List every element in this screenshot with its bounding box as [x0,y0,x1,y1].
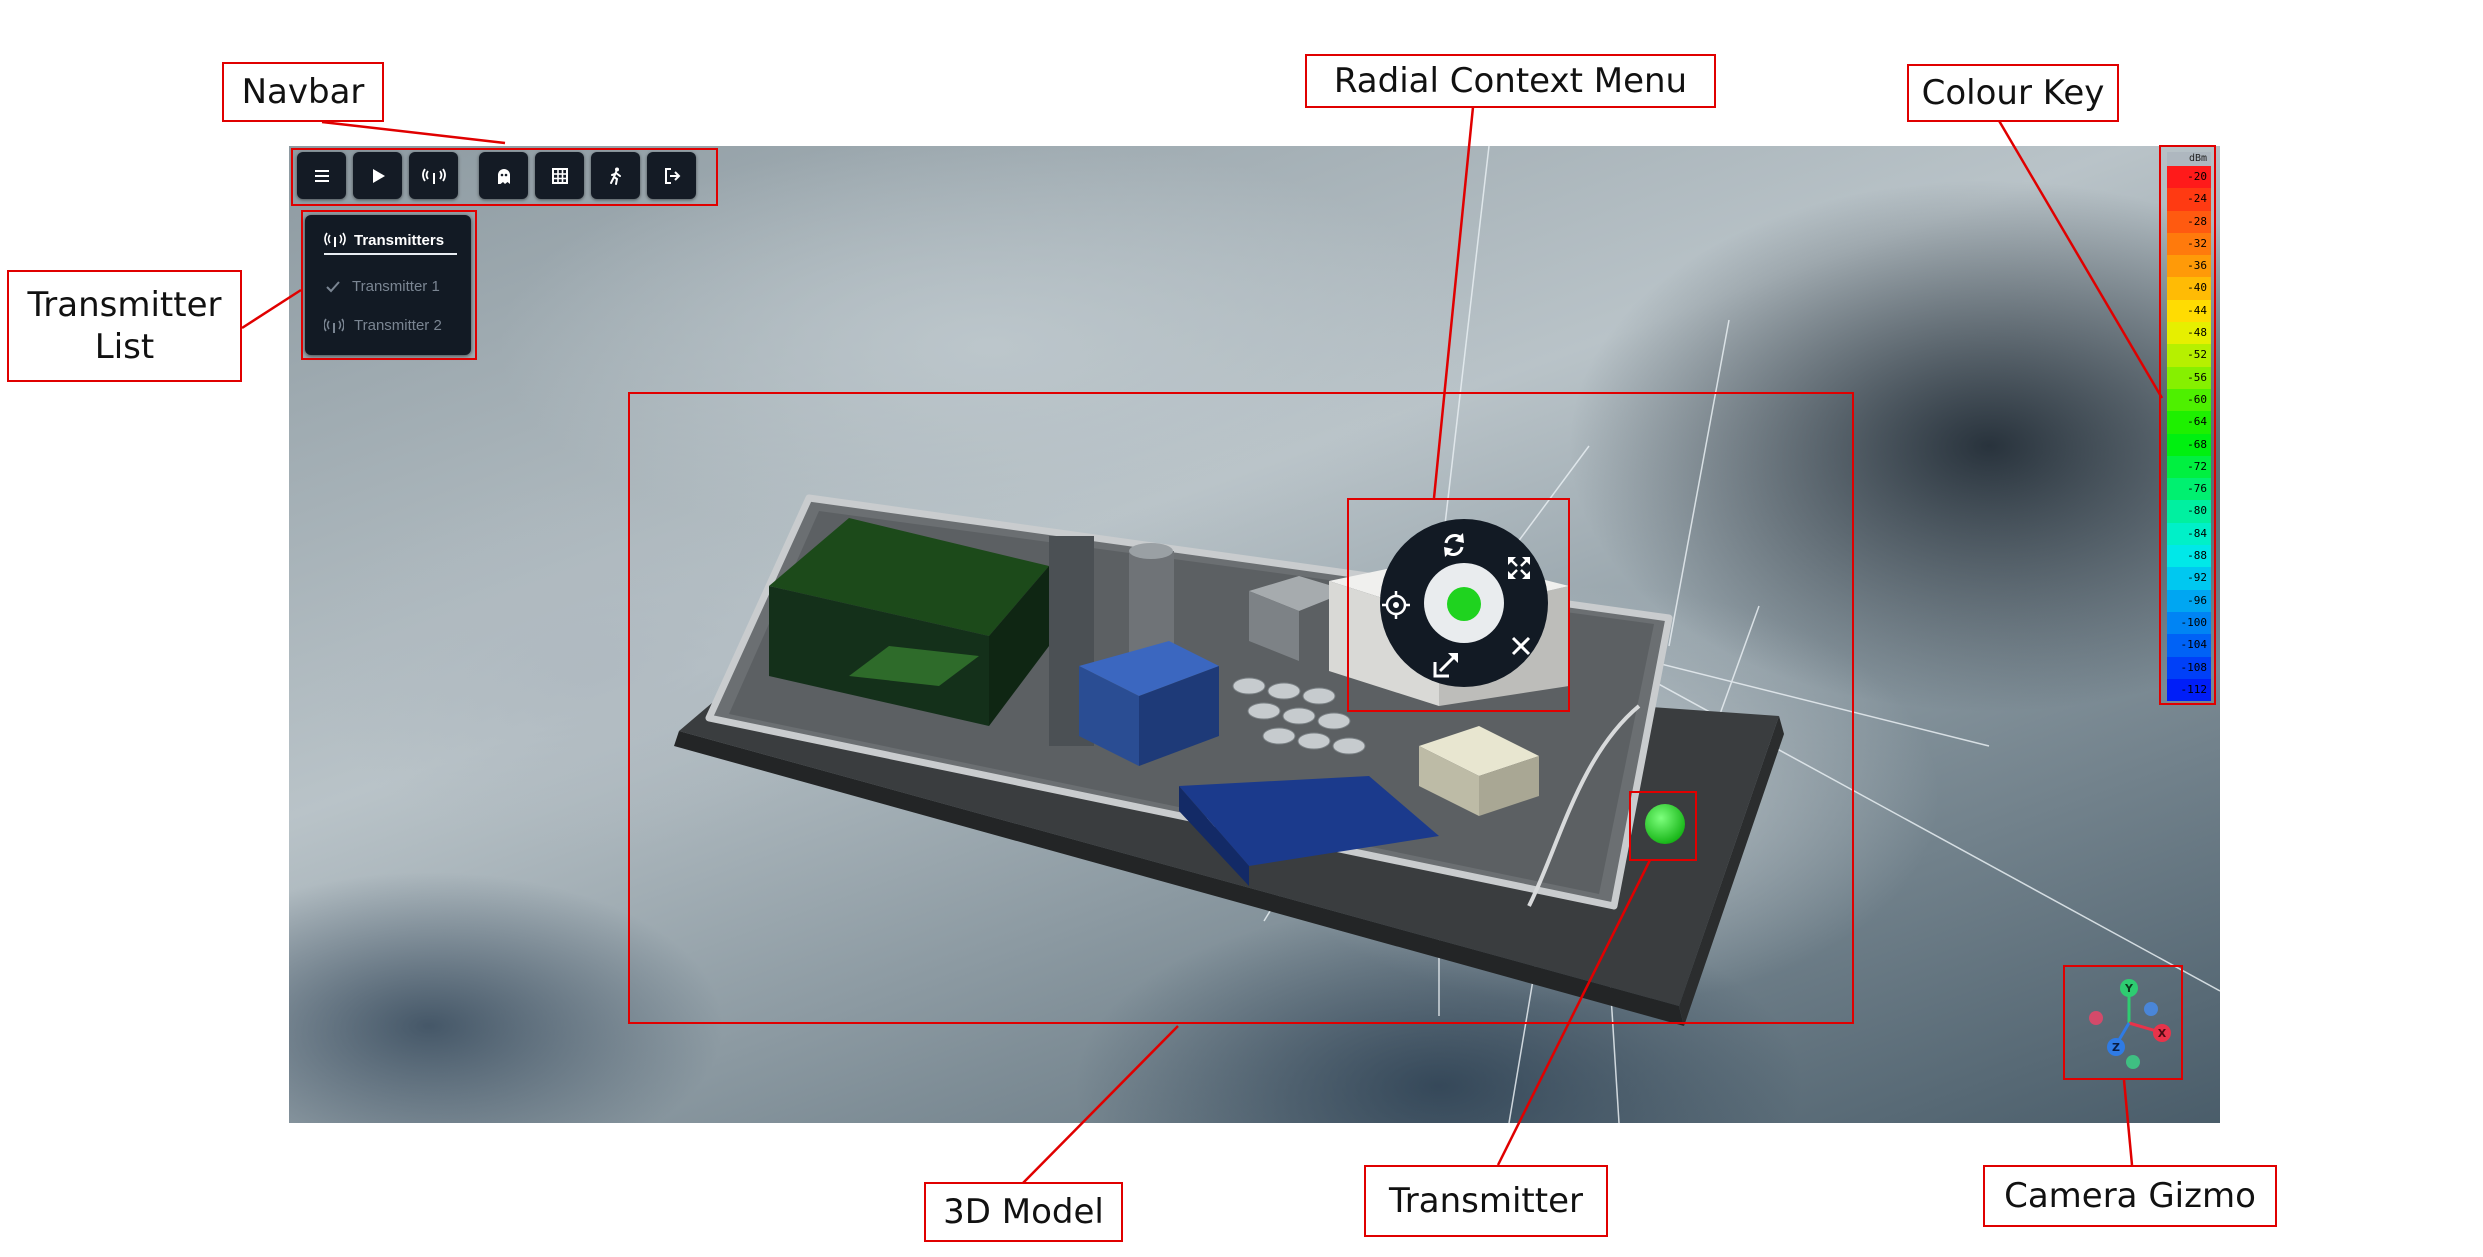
colour-key-cell: -36 [2167,255,2211,278]
gizmo-neg-x-axis[interactable] [2089,1011,2103,1025]
transmitter-list-panel: Transmitters Transmitter 1 Transmitter 2 [305,215,471,355]
radial-context-menu [1379,518,1549,688]
check-icon [326,280,340,292]
rotate-icon[interactable] [1439,530,1469,560]
exit-icon [664,167,680,184]
colour-key-unit: dBm [2167,152,2211,166]
transmitter-highlight [1629,791,1697,861]
menu-icon [314,169,329,182]
colour-key-highlight [2159,145,2216,705]
gizmo-x-label: X [2158,1027,2167,1040]
camera-gizmo[interactable]: Y X Z [2074,968,2184,1078]
gizmo-z-label: Z [2112,1041,2120,1054]
navbar-highlight [291,148,718,206]
colour-key-cell: -24 [2167,188,2211,211]
transmitter-sphere[interactable] [1643,802,1687,846]
annotation-transmitter-list: Transmitter List [7,270,242,382]
colour-key-cell: -40 [2167,277,2211,300]
antenna-icon [324,232,346,247]
colour-key-cell: -76 [2167,478,2211,501]
move-icon[interactable] [1431,650,1461,680]
navbar [297,152,696,199]
model-highlight [628,392,1854,1024]
play-button[interactable] [353,152,402,199]
ghost-icon [497,168,510,184]
colour-key-cell: -104 [2167,634,2211,657]
gizmo-y-label: Y [2124,982,2134,995]
colour-key: dBm -20-24-28-32-36-40-44-48-52-56-60-64… [2167,152,2211,702]
expand-icon[interactable] [1505,554,1533,582]
annotation-radial-menu: Radial Context Menu [1305,54,1716,108]
radial-menu-ring [1380,519,1548,687]
transmitter-item-2[interactable]: Transmitter 2 [324,317,442,334]
transmitter-item-label: Transmitter 1 [352,278,440,295]
gizmo-x-axis[interactable] [2153,1024,2171,1042]
annotation-transmitter: Transmitter [1364,1165,1608,1237]
menu-button[interactable] [297,152,346,199]
colour-key-cell: -72 [2167,455,2211,479]
exit-button[interactable] [647,152,696,199]
colour-key-cells: -20-24-28-32-36-40-44-48-52-56-60-64-68-… [2167,166,2211,702]
antenna-icon [421,168,446,184]
colour-key-cell: -108 [2167,656,2211,679]
colour-key-cell: -32 [2167,232,2211,256]
transmitter-list-highlight [301,210,477,360]
transmitter-button[interactable] [409,152,458,199]
transmitter-list-title: Transmitters [354,231,445,249]
colour-key-cell: -56 [2167,366,2211,389]
colour-key-cell: -20 [2167,166,2211,189]
antenna-icon [324,318,344,333]
radial-menu-highlight [1347,498,1570,712]
transmitter-item-1[interactable]: Transmitter 1 [324,278,440,295]
ghost-button[interactable] [479,152,528,199]
walk-icon [609,167,621,185]
colour-key-cell: -28 [2167,210,2211,233]
camera-gizmo-highlight [2063,965,2183,1080]
colour-key-cell: -48 [2167,322,2211,345]
transmitter-marker[interactable] [1447,587,1481,621]
walk-button[interactable] [591,152,640,199]
colour-key-cell: -64 [2167,411,2211,434]
colour-key-cell: -68 [2167,433,2211,456]
colour-key-cell: -84 [2167,522,2211,546]
annotation-3d-model: 3D Model [924,1182,1123,1242]
grid-button[interactable] [535,152,584,199]
gizmo-neg-z-axis[interactable] [2144,1002,2158,1016]
3d-viewport[interactable]: Transmitters Transmitter 1 Transmitter 2… [289,146,2220,1123]
colour-key-cell: -60 [2167,388,2211,412]
colour-key-cell: -92 [2167,567,2211,590]
gizmo-neg-y-axis[interactable] [2126,1055,2140,1069]
transmitter-item-label: Transmitter 2 [354,317,442,334]
colour-key-cell: -80 [2167,500,2211,523]
annotation-navbar: Navbar [222,62,384,122]
play-icon [372,168,385,183]
colour-key-cell: -52 [2167,344,2211,367]
colour-key-cell: -44 [2167,299,2211,323]
colour-key-cell: -88 [2167,545,2211,568]
transmitter-list-header: Transmitters [324,227,457,255]
gizmo-y-axis[interactable] [2120,979,2138,997]
grid-icon [551,167,568,184]
close-icon[interactable] [1509,634,1533,658]
gizmo-z-axis[interactable] [2107,1038,2125,1056]
annotation-camera-gizmo: Camera Gizmo [1983,1165,2277,1227]
colour-key-cell: -100 [2167,611,2211,635]
colour-key-cell: -96 [2167,589,2211,612]
colour-key-cell: -112 [2167,678,2211,702]
crosshair-icon[interactable] [1381,590,1411,620]
annotation-colour-key: Colour Key [1907,64,2119,122]
3d-scene[interactable] [289,146,2220,1123]
